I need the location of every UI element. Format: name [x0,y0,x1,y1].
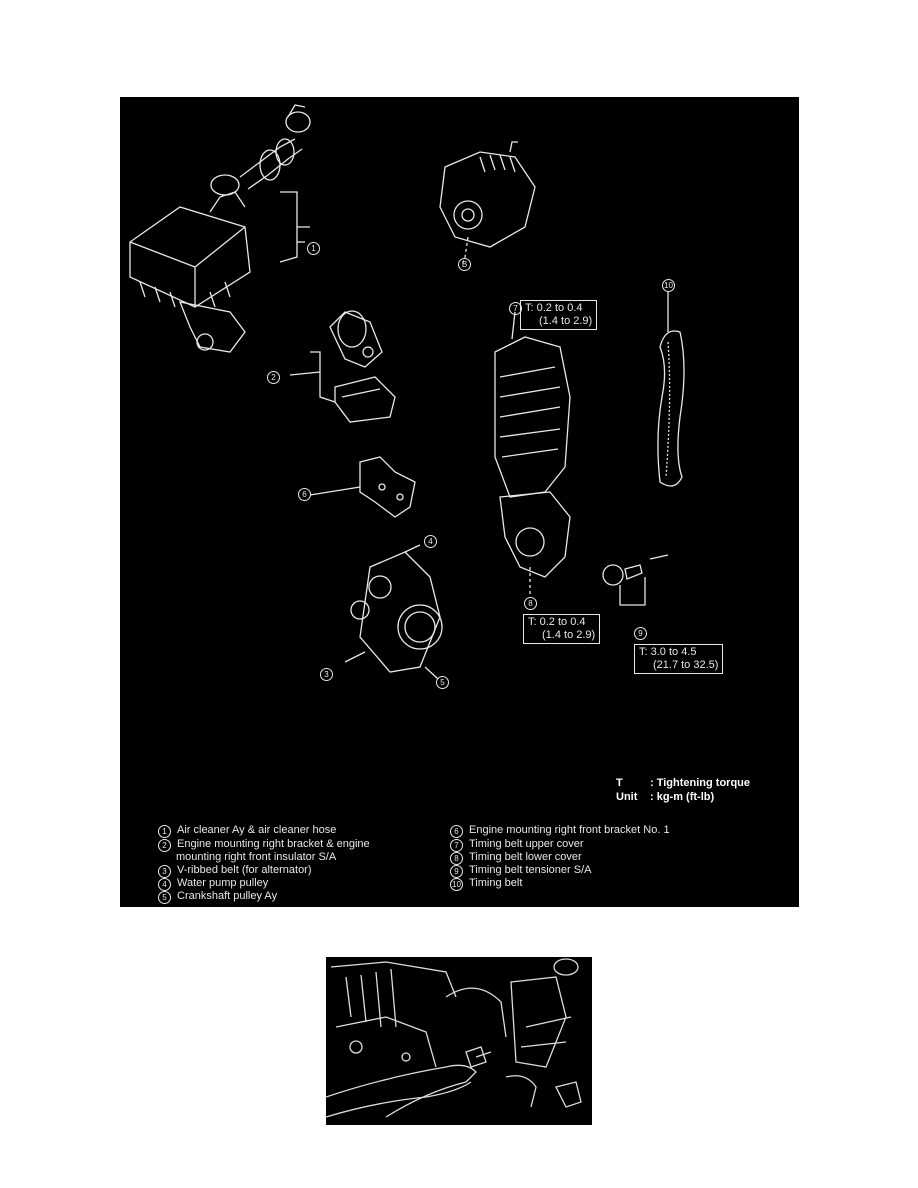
torque-box-upper-cover: T: 0.2 to 0.4 (1.4 to 2.9) [520,300,598,330]
callout-3: 3 [320,668,333,681]
upper-cover-art [494,311,571,498]
torque-line: (1.4 to 2.9) [542,629,596,641]
torque-line: (1.4 to 2.9) [539,315,593,327]
legend-item-4: 4 Water pump pulley [158,877,268,891]
legend-text: Timing belt tensioner S/A [469,864,592,876]
legend-number: 3 [158,865,171,878]
legend-number: 6 [450,825,463,838]
legend-text: Water pump pulley [177,877,269,889]
legend-number: 1 [158,825,171,838]
legend-text: Timing belt lower cover [469,851,582,863]
legend-number: 4 [158,878,171,891]
legend-item-2-cont: mounting right front insulator S/A [176,851,336,864]
callout-8: 8 [524,597,537,610]
legend-number: 2 [158,839,171,852]
engine-mount-art [289,310,396,423]
torque-box-tensioner: T: 3.0 to 4.5 (21.7 to 32.5) [634,644,724,674]
tensioner-art [602,554,669,606]
callout-9: 9 [634,627,647,640]
legend-item-5: 5 Crankshaft pulley Ay [158,890,277,904]
legend-number: 7 [450,839,463,852]
legend-number: 10 [450,878,463,891]
exploded-view-diagram: 1 2 3 4 5 6 7 8 9 10 B T: 0.2 to 0.4 (1.… [120,97,799,907]
callout-4: 4 [424,535,437,548]
legend-text: Timing belt upper cover [469,838,584,850]
legend-text: Crankshaft pulley Ay [177,890,278,902]
torque-line: T: 3.0 to 4.5 [639,646,697,658]
diagram-line-art [129,104,685,680]
pulley-belt-art [344,544,443,680]
timing-belt-art [657,292,685,487]
legend-item-10: 10 Timing belt [450,877,522,891]
bracket-no1-art [309,456,416,518]
key-unit-desc: : kg-m (ft-lb) [650,791,715,803]
legend-item-2: 2 Engine mounting right bracket & engine [158,838,370,852]
legend-item-3: 3 V-ribbed belt (for alternator) [158,864,312,878]
legend-text: Engine mounting right front bracket No. … [469,824,670,836]
alternator-art [439,141,536,266]
legend-item-6: 6 Engine mounting right front bracket No.… [450,824,670,838]
callout-b: B [458,258,471,271]
legend-number: 5 [158,891,171,904]
legend-number: 9 [450,865,463,878]
legend-item-9: 9 Timing belt tensioner S/A [450,864,591,878]
legend-item-7: 7 Timing belt upper cover [450,838,584,852]
torque-line: (21.7 to 32.5) [653,659,719,671]
legend-text: Timing belt [469,877,523,889]
legend-text: V-ribbed belt (for alternator) [177,864,312,876]
engine-bay-photo [326,957,592,1125]
legend-number: 8 [450,852,463,865]
torque-line: T: 0.2 to 0.4 [528,616,586,628]
legend-text: Engine mounting right bracket & engine [177,838,370,850]
callout-5: 5 [436,676,449,689]
key-t-desc: : Tightening torque [650,777,751,789]
torque-line: T: 0.2 to 0.4 [525,302,583,314]
torque-box-lower-cover: T: 0.2 to 0.4 (1.4 to 2.9) [523,614,601,644]
callout-1: 1 [307,242,320,255]
legend-text: mounting right front insulator S/A [176,851,337,863]
key-t-symbol: T [616,777,623,789]
air-cleaner-art [129,104,311,353]
legend-text: Air cleaner Ay & air cleaner hose [177,824,337,836]
lower-cover-art [499,491,571,597]
engine-bay-line-art [326,958,582,1118]
callout-2: 2 [267,371,280,384]
key-unit-label: Unit [616,791,638,803]
callout-10: 10 [662,279,675,292]
callout-6: 6 [298,488,311,501]
legend-item-8: 8 Timing belt lower cover [450,851,582,865]
callout-7: 7 [509,302,522,315]
legend-item-1: 1 Air cleaner Ay & air cleaner hose [158,824,336,838]
